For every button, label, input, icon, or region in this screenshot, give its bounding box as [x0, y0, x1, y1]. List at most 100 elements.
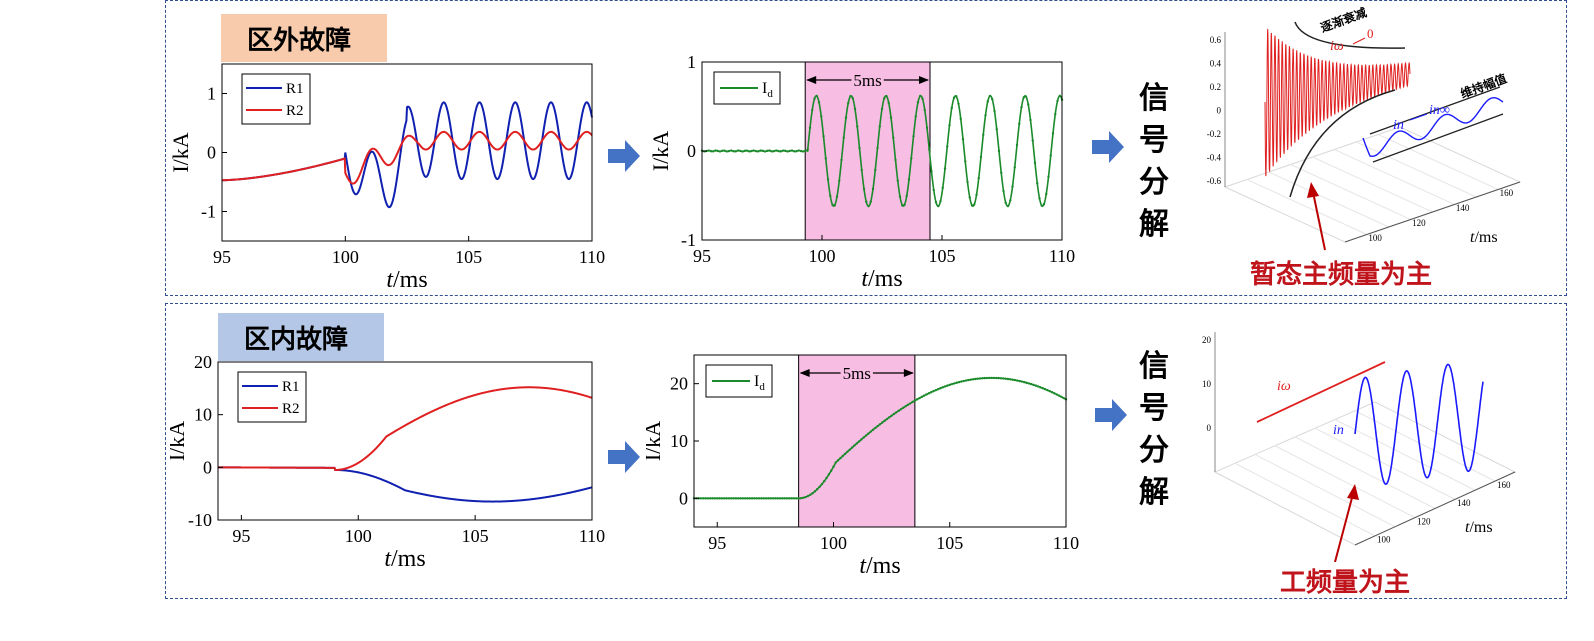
series-marker	[806, 148, 809, 151]
series-marker	[978, 377, 982, 380]
i-n-component-line	[1354, 363, 1484, 486]
i-n-annotation: in	[1333, 423, 1344, 438]
caption-arrow	[1312, 191, 1326, 251]
series-marker	[771, 497, 775, 500]
series-marker	[779, 150, 782, 153]
series-marker	[792, 497, 796, 500]
series-marker	[843, 452, 847, 456]
series-marker	[883, 97, 886, 100]
series-marker	[761, 149, 764, 153]
series-marker	[723, 149, 726, 152]
series-marker	[736, 497, 740, 500]
y-axis-label: I/kA	[170, 421, 189, 461]
series-marker	[878, 423, 882, 426]
series-marker	[973, 203, 976, 206]
envelope-upper	[1294, 21, 1406, 49]
series-marker	[846, 450, 849, 453]
series-marker	[871, 187, 875, 191]
series-marker	[925, 126, 929, 130]
series-marker	[743, 149, 746, 153]
series-marker	[876, 146, 879, 150]
y-axis-label: I/kA	[170, 132, 193, 172]
external-fault-caption: 暂态主频量为主	[1250, 260, 1433, 290]
series-marker	[988, 94, 992, 98]
series-marker	[1004, 201, 1007, 204]
t-tick-label: 140	[1456, 203, 1470, 213]
grid-line	[1234, 462, 1376, 537]
series-marker	[716, 149, 719, 153]
series-marker	[1004, 377, 1007, 380]
series-marker	[777, 149, 780, 153]
series-marker	[746, 497, 749, 500]
series-marker	[788, 497, 791, 500]
series-marker	[1054, 112, 1057, 116]
z-tick-label: 0.6	[1210, 35, 1222, 45]
series-marker	[835, 195, 839, 198]
series-marker	[714, 149, 717, 152]
series-marker	[984, 114, 987, 117]
series-marker	[919, 94, 922, 98]
series-marker	[795, 149, 798, 153]
series-marker	[892, 412, 896, 416]
series-marker	[860, 438, 863, 441]
grid-line	[1354, 410, 1496, 482]
series-marker	[966, 180, 969, 184]
series-marker	[752, 149, 755, 152]
series-marker	[721, 149, 724, 152]
series-marker	[920, 395, 924, 399]
series-marker	[795, 497, 798, 500]
i-omega-component-line	[1256, 361, 1386, 423]
series-marker	[968, 196, 971, 199]
flow-arrow-icon	[1092, 131, 1124, 163]
series-marker	[785, 497, 789, 500]
series-marker	[1062, 396, 1065, 400]
z-tick-label: 0	[1207, 423, 1212, 433]
series-marker	[707, 149, 710, 152]
legend-label: Id	[754, 373, 765, 393]
series-marker	[982, 133, 985, 137]
series-marker	[943, 167, 947, 170]
series-marker	[781, 149, 785, 152]
y-tick-label: -10	[188, 510, 212, 530]
series-marker	[836, 459, 840, 462]
series-marker	[890, 414, 893, 417]
x-tick-label: 110	[1053, 533, 1079, 553]
y-tick-label: 1	[207, 84, 216, 104]
series-marker	[896, 179, 899, 182]
y-tick-label: 10	[670, 431, 688, 451]
series-marker	[925, 393, 928, 396]
series-marker	[983, 376, 986, 380]
series-marker	[975, 193, 978, 197]
series-marker	[804, 495, 807, 499]
x-tick-label: 105	[462, 526, 489, 546]
series-marker	[869, 200, 872, 203]
y-tick-label: 20	[194, 352, 212, 372]
series-marker	[946, 384, 949, 387]
series-marker	[1033, 161, 1037, 165]
series-marker	[1043, 387, 1047, 391]
amplitude-guide	[1372, 113, 1504, 163]
flow-arrow-icon	[608, 441, 640, 473]
t-axis	[1354, 471, 1516, 546]
series-marker	[911, 400, 914, 404]
series-marker	[977, 176, 980, 180]
series-marker	[1025, 381, 1028, 384]
series-marker	[1009, 199, 1012, 202]
series-marker	[778, 497, 782, 500]
series-marker	[760, 497, 763, 500]
series-marker	[759, 149, 762, 152]
series-marker	[864, 434, 868, 437]
series-marker	[809, 493, 812, 496]
t-tick-label: 160	[1497, 480, 1511, 490]
x-axis-label: t/ms	[861, 266, 902, 292]
series-marker	[946, 145, 949, 148]
series-marker	[748, 150, 751, 153]
series-marker	[907, 178, 911, 181]
series-marker	[841, 454, 844, 458]
series-marker	[784, 149, 787, 153]
series-marker	[1029, 118, 1032, 122]
series-marker	[936, 387, 940, 391]
series-marker	[986, 100, 989, 103]
series-marker	[853, 107, 857, 111]
